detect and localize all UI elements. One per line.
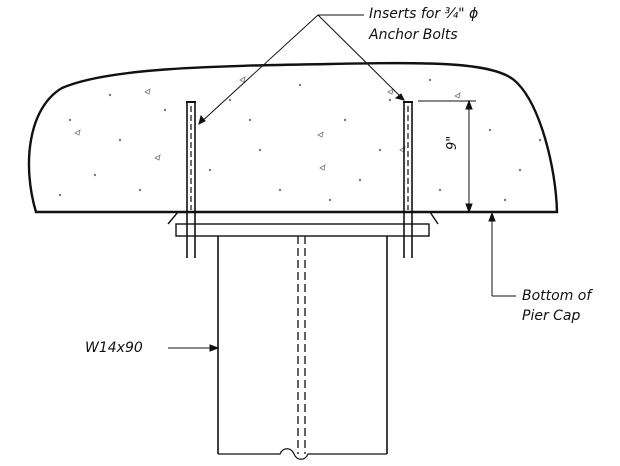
- insert-callout-leaders: [198, 14, 405, 125]
- grout-pad: [167, 211, 439, 225]
- bottom-of-cap-label-line2: Pier Cap: [522, 308, 581, 324]
- base-plate: [175, 223, 430, 237]
- dimension-9in-label: 9": [445, 135, 460, 150]
- anchor-bolt-left: [186, 101, 196, 258]
- pier-cap-outline: [27, 61, 559, 214]
- inserts-label-line2: Anchor Bolts: [369, 27, 458, 43]
- concrete-stipple: [58, 76, 542, 202]
- member-leader: [168, 344, 220, 352]
- inserts-label-line1: Inserts for ¾" ϕ: [369, 6, 479, 22]
- bottom-of-cap-label-line1: Bottom of: [522, 288, 592, 304]
- dimension-9in: [418, 99, 476, 214]
- anchor-bolt-right: [403, 101, 413, 258]
- member-label: W14x90: [85, 340, 143, 356]
- steel-column: [217, 236, 388, 460]
- bottom-of-cap-leader: [488, 211, 516, 297]
